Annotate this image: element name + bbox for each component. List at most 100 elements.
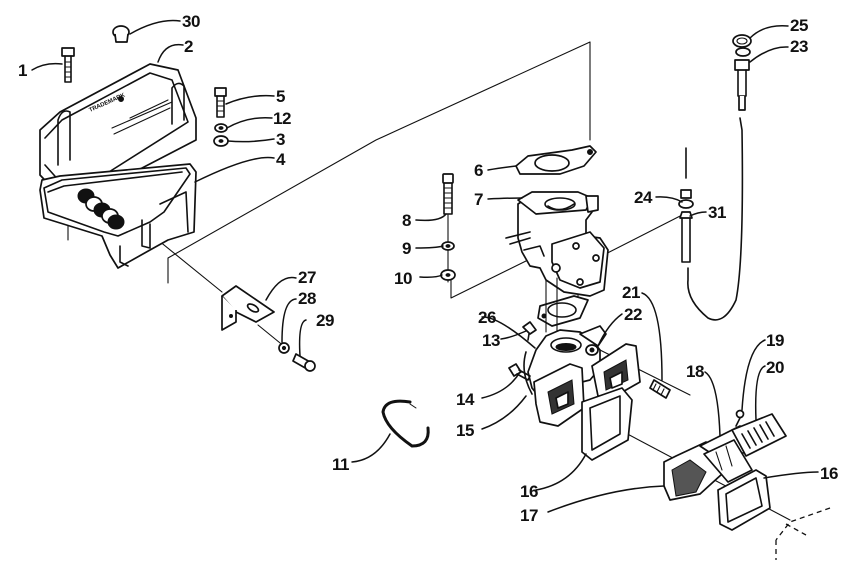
lock-washer-28[interactable] (278, 342, 290, 354)
leader-11 (351, 433, 391, 463)
leader-21 (641, 292, 663, 381)
callout-21[interactable]: 21 (622, 283, 640, 302)
callout-24[interactable]: 24 (634, 188, 653, 207)
nut-22[interactable] (585, 344, 599, 356)
leader-18 (704, 371, 721, 437)
callout-31[interactable]: 31 (708, 203, 726, 222)
callout-23[interactable]: 23 (790, 37, 808, 56)
callout-16-left[interactable]: 16 (520, 482, 538, 501)
leader-25 (749, 25, 789, 39)
leader-5 (225, 94, 275, 105)
leader-23 (749, 46, 789, 63)
choke-housing-23[interactable] (734, 47, 751, 111)
leader-12 (226, 116, 273, 129)
callout-12[interactable]: 12 (273, 109, 291, 128)
leader-15 (481, 395, 527, 430)
leader-30 (129, 19, 181, 35)
leader-28 (281, 298, 297, 343)
intake-manifold-15[interactable] (523, 325, 641, 427)
assembly-line-silencer-to-gasket (167, 41, 591, 284)
carburetor-7[interactable] (505, 191, 609, 297)
screw-5[interactable] (214, 87, 227, 118)
cable-adjuster-31[interactable] (679, 211, 693, 263)
leader-16-left (535, 453, 587, 491)
callout-29[interactable]: 29 (316, 311, 334, 330)
callout-4[interactable]: 4 (276, 150, 287, 169)
phantom-outline (775, 507, 831, 560)
screw-1[interactable] (61, 47, 75, 83)
leader-2 (157, 43, 184, 63)
assembly-line-washer-to-carb (450, 259, 529, 299)
gasket-6[interactable] (515, 145, 597, 175)
leader-8 (415, 213, 447, 222)
callout-25[interactable]: 25 (790, 16, 808, 35)
nut-24[interactable] (678, 189, 694, 209)
leader-31 (689, 211, 707, 217)
leader-lines (31, 19, 819, 513)
silencer-base (39, 163, 197, 269)
screw-29[interactable] (292, 353, 316, 372)
lock-washer-9[interactable] (441, 241, 455, 251)
leader-22 (597, 313, 623, 347)
bracket-27[interactable] (221, 285, 275, 331)
callout-22[interactable]: 22 (624, 305, 642, 324)
lock-washer-12[interactable] (214, 123, 228, 133)
cap-screw-8[interactable] (442, 173, 454, 215)
leader-26 (481, 316, 536, 349)
callout-26[interactable]: 26 (478, 308, 496, 327)
leader-4 (194, 156, 275, 183)
callout-2[interactable]: 2 (184, 37, 194, 56)
choke-cable[interactable] (685, 117, 744, 321)
reed-stop-20[interactable] (731, 413, 787, 457)
leader-9 (415, 245, 444, 249)
choke-knob-25[interactable] (732, 34, 752, 48)
leader-7 (487, 197, 523, 200)
callout-8[interactable]: 8 (402, 211, 412, 230)
callout-5[interactable]: 5 (276, 87, 286, 106)
washer-3[interactable] (213, 135, 229, 147)
callout-11[interactable]: 11 (332, 455, 350, 474)
cap-screw-14[interactable] (508, 363, 531, 381)
gasket-16-left[interactable] (581, 387, 633, 461)
leader-3 (227, 138, 275, 143)
callout-7[interactable]: 7 (474, 190, 484, 209)
plug-30[interactable] (112, 25, 130, 43)
gasket-26[interactable] (537, 277, 589, 341)
leader-10 (419, 274, 443, 278)
callout-3[interactable]: 3 (276, 130, 286, 149)
leader-1 (31, 62, 63, 71)
callout-18[interactable]: 18 (686, 362, 704, 381)
leader-14 (481, 371, 521, 399)
callout-28[interactable]: 28 (298, 289, 316, 308)
callout-10[interactable]: 10 (394, 269, 412, 288)
leader-24 (655, 196, 683, 203)
leader-17 (547, 485, 665, 513)
callout-15[interactable]: 15 (456, 421, 474, 440)
callout-20[interactable]: 20 (766, 358, 784, 377)
stud-21[interactable] (649, 379, 671, 399)
callout-14[interactable]: 14 (456, 390, 475, 409)
leader-16-right (763, 471, 819, 479)
leader-19 (741, 339, 766, 411)
callout-19[interactable]: 19 (766, 331, 784, 350)
leader-13 (500, 330, 527, 340)
flat-washer-10[interactable] (440, 269, 456, 281)
callout-9[interactable]: 9 (402, 239, 412, 258)
callout-27[interactable]: 27 (298, 268, 316, 287)
callout-13[interactable]: 13 (482, 331, 500, 350)
gasket-16-right[interactable] (717, 469, 771, 531)
leader-6 (487, 165, 517, 171)
callout-30[interactable]: 30 (182, 12, 200, 31)
callout-1[interactable]: 1 (18, 61, 28, 80)
clamp-ring-11[interactable] (381, 399, 430, 448)
leader-29 (298, 319, 307, 357)
callout-labels: 1 2 3 4 5 6 7 8 9 10 11 12 13 14 15 16 1… (18, 12, 838, 525)
screw-19[interactable] (735, 409, 745, 427)
leader-27 (265, 276, 297, 301)
callout-16-right[interactable]: 16 (820, 464, 838, 483)
fitting-13[interactable] (522, 321, 537, 341)
leader-20 (754, 365, 766, 421)
callout-6[interactable]: 6 (474, 161, 484, 180)
callout-17[interactable]: 17 (520, 506, 538, 525)
